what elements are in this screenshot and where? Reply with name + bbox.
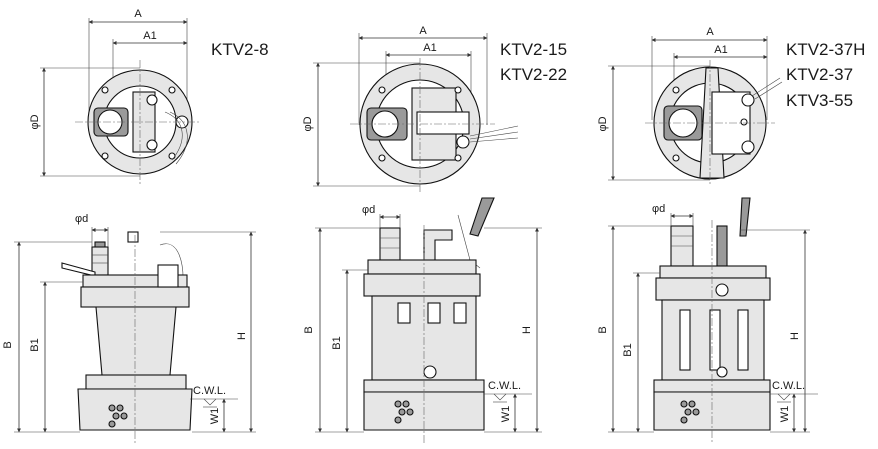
dim-label-phi-d-large: φD (597, 116, 609, 131)
dim-label-a1: A1 (423, 42, 436, 54)
side-view-2: φd B B1 H C.W.L. W1 (303, 197, 542, 444)
dim-label-b1: B1 (331, 336, 343, 349)
model-label-ktv2-8: KTV2-8 (211, 40, 269, 59)
dim-label-w1: W1 (779, 406, 791, 423)
model-label-ktv2-37: KTV2-37 (786, 65, 853, 84)
pump-group-2: A A1 φD KTV2-15 KTV2- (302, 25, 567, 444)
dim-label-h: H (521, 326, 533, 334)
model-label-ktv2-37h: KTV2-37H (786, 40, 865, 59)
dim-label-cwl: C.W.L. (193, 385, 226, 397)
top-view-2: A A1 φD (302, 25, 519, 192)
dim-label-b: B (597, 326, 609, 333)
dim-label-b: B (2, 341, 14, 348)
pump-group-3: A A1 φD KTV2-37H KTV2-37 KTV3-5 (597, 26, 865, 444)
dim-label-a1: A1 (143, 30, 156, 42)
dim-label-a: A (419, 25, 427, 37)
dim-label-phi-d-large: φD (302, 116, 314, 131)
model-label-ktv2-15: KTV2-15 (500, 40, 567, 59)
model-label-ktv3-55: KTV3-55 (786, 91, 853, 110)
dim-label-b: B (303, 326, 315, 333)
dim-label-b1: B1 (29, 338, 41, 351)
dim-label-b1: B1 (622, 343, 634, 356)
dim-label-phi-d-small: φd (75, 213, 88, 225)
side-view-1: φd B B1 H C.W.L. W1 (2, 213, 256, 444)
dim-label-h: H (789, 332, 801, 340)
dim-label-h: H (236, 332, 248, 340)
dim-label-a: A (706, 26, 714, 38)
side-view-3: φd B B1 H C.W.L. W1 (597, 197, 818, 444)
top-view-3: A A1 φD (597, 26, 783, 186)
dim-label-cwl: C.W.L. (772, 380, 805, 392)
pump-group-1: A A1 φD KTV2-8 (2, 8, 269, 444)
dim-label-phi-d-large: φD (29, 114, 41, 129)
dim-label-phi-d-small: φd (652, 203, 665, 215)
model-label-ktv2-22: KTV2-22 (500, 65, 567, 84)
dim-label-a: A (134, 8, 142, 20)
dim-label-cwl: C.W.L. (488, 380, 521, 392)
dim-label-w1: W1 (209, 408, 221, 425)
top-view-1: A A1 φD (29, 8, 200, 185)
dim-label-phi-d-small: φd (362, 204, 375, 216)
dim-label-a1: A1 (714, 44, 727, 56)
dim-label-w1: W1 (500, 406, 512, 423)
